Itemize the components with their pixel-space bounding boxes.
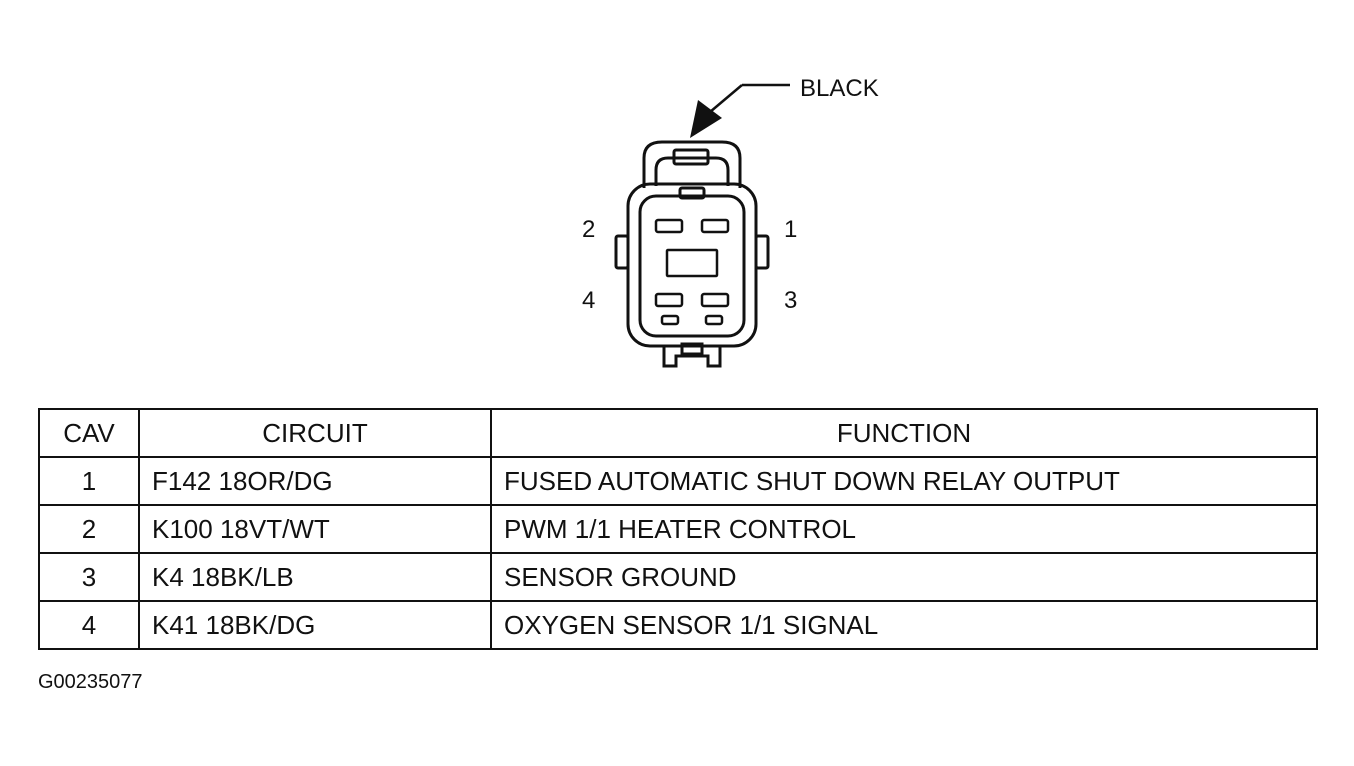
pinout-table: CAV CIRCUIT FUNCTION 1 F142 18OR/DG FUSE… [38, 408, 1318, 650]
cavity-3-terminal [700, 292, 730, 326]
table-header-row: CAV CIRCUIT FUNCTION [38, 408, 1318, 458]
cavity-4-terminal [654, 292, 684, 326]
pin-1-label: 1 [784, 216, 797, 243]
function-cell: FUSED AUTOMATIC SHUT DOWN RELAY OUTPUT [490, 456, 1318, 506]
connector-color-label: BLACK [800, 75, 879, 102]
circuit-cell: K41 18BK/DG [138, 600, 492, 650]
table-row: 2 K100 18VT/WT PWM 1/1 HEATER CONTROL [38, 504, 1318, 554]
table-row: 3 K4 18BK/LB SENSOR GROUND [38, 552, 1318, 602]
color-callout-arrow [709, 83, 790, 113]
circuit-cell: K4 18BK/LB [138, 552, 492, 602]
figure-id: G00235077 [38, 671, 143, 693]
function-cell: OXYGEN SENSOR 1/1 SIGNAL [490, 600, 1318, 650]
table-row: 4 K41 18BK/DG OXYGEN SENSOR 1/1 SIGNAL [38, 600, 1318, 650]
function-cell: SENSOR GROUND [490, 552, 1318, 602]
function-header: FUNCTION [490, 408, 1318, 458]
function-cell: PWM 1/1 HEATER CONTROL [490, 504, 1318, 554]
circuit-header: CIRCUIT [138, 408, 492, 458]
arrowhead-icon [690, 100, 722, 138]
center-cavity [665, 248, 719, 278]
table-row: 1 F142 18OR/DG FUSED AUTOMATIC SHUT DOWN… [38, 456, 1318, 506]
connector-diagram: BLACK 2 1 4 3 [582, 75, 879, 368]
cav-header: CAV [38, 408, 140, 458]
pin-3-label: 3 [784, 287, 797, 314]
pin-2-label: 2 [582, 216, 595, 243]
cav-cell: 1 [38, 456, 140, 506]
pin-4-label: 4 [582, 287, 595, 314]
cavity-1-terminal [700, 218, 730, 234]
connector-housing [614, 140, 770, 368]
cav-cell: 3 [38, 552, 140, 602]
cav-cell: 2 [38, 504, 140, 554]
circuit-cell: K100 18VT/WT [138, 504, 492, 554]
cavity-2-terminal [654, 218, 684, 234]
circuit-cell: F142 18OR/DG [138, 456, 492, 506]
cav-cell: 4 [38, 600, 140, 650]
